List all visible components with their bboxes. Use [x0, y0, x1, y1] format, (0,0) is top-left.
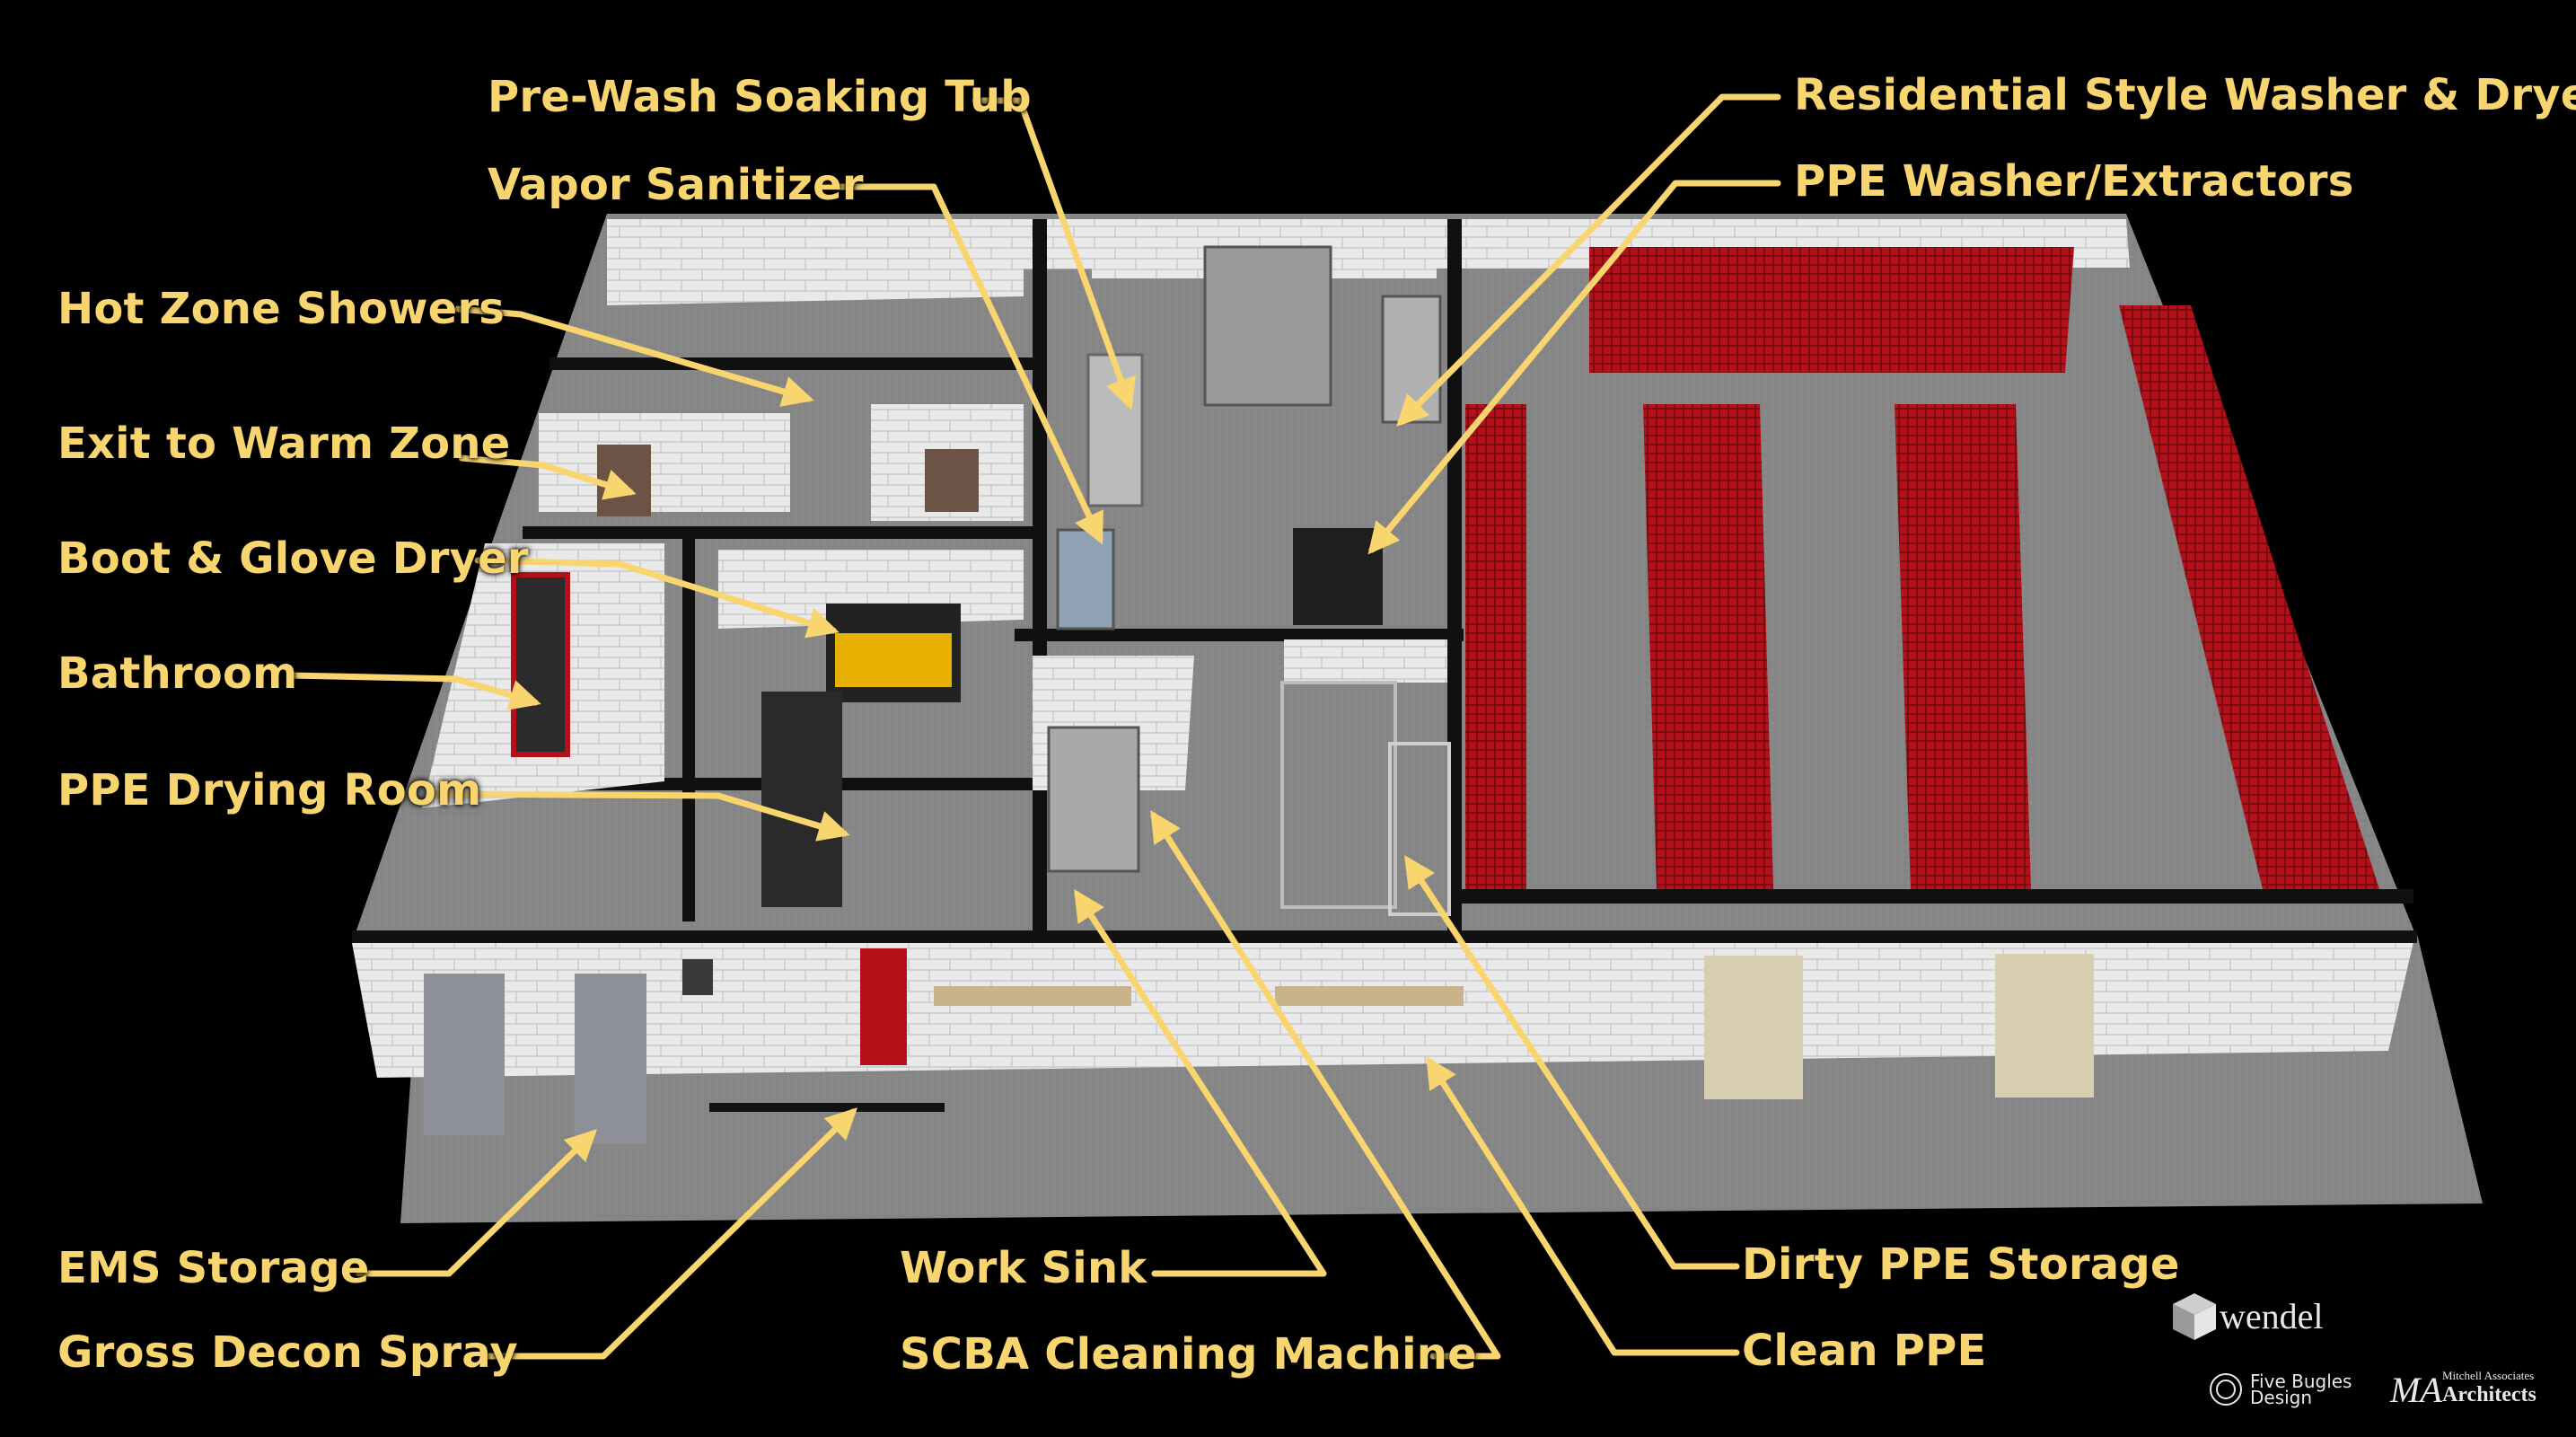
residential-washer	[1381, 295, 1442, 424]
label-dirty-ppe-storage: Dirty PPE Storage	[1742, 1239, 2180, 1290]
warm-zone-wall	[539, 413, 790, 512]
label-clean-ppe: Clean PPE	[1742, 1326, 1987, 1376]
line-gross-decon	[481, 1107, 858, 1360]
storage-shelving	[1280, 681, 1397, 909]
gross-decon-grate	[709, 1103, 945, 1112]
bench-left	[934, 986, 1131, 1006]
line-dirty-ppe	[1404, 855, 1740, 1270]
ems-door-left	[424, 974, 505, 1135]
line-clean-ppe	[1426, 1056, 1740, 1356]
dark-extractor	[1293, 528, 1383, 625]
label-residential-style-washer-dryer: Residential Style Washer & Dryer	[1794, 70, 2576, 120]
label-exit-to-warm-zone: Exit to Warm Zone	[57, 419, 511, 469]
wendel-logo: wendel	[2173, 1286, 2352, 1349]
ems-door-right	[575, 974, 646, 1144]
clean-rack	[1388, 742, 1451, 916]
label-bathroom: Bathroom	[57, 648, 298, 699]
label-boot-glove-dryer: Boot & Glove Dryer	[57, 533, 529, 584]
label-ems-storage: EMS Storage	[57, 1243, 370, 1293]
line-exit-warm-zone	[458, 454, 637, 500]
line-vapor-sanitizer	[818, 183, 1103, 545]
mitchell-line-1: Mitchell Associates	[2442, 1369, 2535, 1382]
washer-extractor-unit	[1203, 245, 1332, 407]
line-ppe-drying	[427, 790, 850, 842]
exit-door	[597, 445, 651, 516]
gross-decon-reel	[682, 959, 713, 995]
clean-locker-left	[1704, 956, 1803, 1099]
label-work-sink: Work Sink	[900, 1243, 1147, 1293]
storage-room-wall	[1284, 639, 1447, 683]
bench-right	[1275, 986, 1464, 1006]
wendel-wordmark: wendel	[2220, 1296, 2324, 1336]
label-gross-decon-spray: Gross Decon Spray	[57, 1327, 518, 1378]
interior-floor	[352, 214, 2415, 943]
line-ppe-washer	[1367, 180, 1781, 555]
red-backboard	[860, 948, 907, 1065]
vapor-sanitizer-unit	[1056, 528, 1115, 630]
five-bugles-line-2: Design	[2250, 1387, 2313, 1408]
five-bugles-emblem-icon	[2210, 1373, 2242, 1406]
clean-locker-right	[1995, 954, 2094, 1098]
mitchell-monogram: MA	[2390, 1370, 2442, 1410]
label-hot-zone-showers: Hot Zone Showers	[57, 284, 506, 334]
line-ems-storage	[356, 1129, 598, 1277]
showers-wall	[607, 234, 1024, 305]
label-scba-cleaning-machine: SCBA Cleaning Machine	[900, 1329, 1477, 1380]
line-bathroom	[286, 672, 541, 710]
line-pre-wash	[971, 97, 1136, 410]
label-ppe-drying-room: PPE Drying Room	[57, 765, 482, 815]
shower-door	[925, 449, 979, 512]
wendel-mark-icon	[2173, 1293, 2216, 1340]
scba-machine	[1047, 726, 1140, 873]
five-bugles-line-1: Five Bugles	[2250, 1371, 2352, 1392]
line-scba	[1150, 810, 1501, 1360]
label-vapor-sanitizer: Vapor Sanitizer	[488, 160, 864, 210]
gear-lockers	[1465, 247, 2379, 889]
line-boot-glove	[474, 557, 840, 639]
bathroom-door	[511, 572, 570, 757]
mitchell-line-2: Architects	[2442, 1383, 2536, 1406]
line-work-sink	[1074, 889, 1327, 1277]
building-model	[352, 214, 2483, 1223]
drying-rack	[761, 692, 842, 907]
label-ppe-washer-extractors: PPE Washer/Extractors	[1794, 156, 2354, 207]
soaking-tub	[1086, 353, 1144, 507]
callout-lines	[286, 93, 1781, 1360]
line-residential-washer	[1396, 93, 1781, 427]
label-pre-wash-soaking-tub: Pre-Wash Soaking Tub	[488, 72, 1032, 122]
line-hot-zone-showers	[454, 305, 814, 407]
